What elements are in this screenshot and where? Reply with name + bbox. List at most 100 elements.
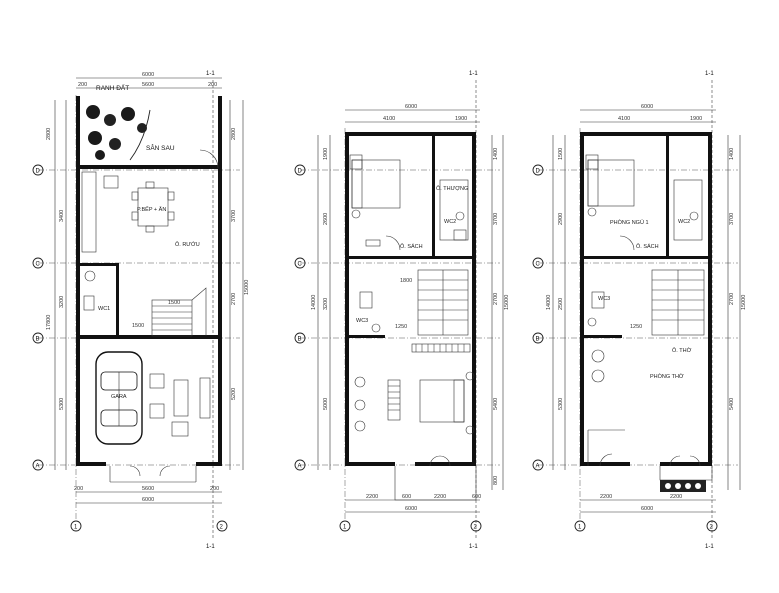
- label-o-tho: Ô. THỜ: [672, 347, 692, 354]
- dim-right-total: 15000: [244, 280, 250, 295]
- svg-text:A: A: [298, 464, 302, 470]
- dim-right-2-2: 3700: [493, 213, 499, 225]
- svg-text:1: 1: [578, 525, 582, 531]
- dim-left-3: 3200: [59, 296, 65, 308]
- dim-bot-total-2: 6000: [405, 506, 417, 512]
- label-o-thuong: Ô. THƯỢNG: [436, 185, 468, 192]
- axis-bubble-a-2: A: [294, 459, 306, 471]
- svg-text:B: B: [36, 337, 40, 343]
- room-san-sau: SÂN SAU: [146, 143, 175, 152]
- dim-right-5-2: 800: [493, 476, 499, 485]
- living-furniture: [149, 373, 211, 437]
- svg-text:A: A: [536, 464, 540, 470]
- balcony-planter: [660, 480, 706, 492]
- section-mark-top-3: 1-1: [705, 71, 714, 77]
- car-icon: [95, 351, 143, 445]
- dim-right-3: 2700: [231, 293, 237, 305]
- plan-first-floor: 1-1 1-1 6000 4100 1900 1900 2600 3200 50…: [294, 71, 510, 550]
- axis-bubble-b-2: B: [294, 332, 306, 344]
- dim-top-total-2: 6000: [405, 104, 417, 110]
- dim-left-total-2: 14000: [311, 295, 317, 310]
- svg-text:1: 1: [74, 525, 78, 531]
- dim-left-2-2: 2600: [323, 213, 329, 225]
- dim-right-4-2: 5400: [493, 398, 499, 410]
- dim-right-3-2: 2700: [493, 293, 499, 305]
- plan-second-floor: 1-1 1-1 6000 4100 1900 1500 2900 2500 53…: [532, 71, 747, 550]
- dim-left-2: 3400: [59, 210, 65, 222]
- axis-bubble-d-3: D: [532, 164, 544, 176]
- svg-text:D: D: [536, 169, 541, 175]
- dim-right-1-2: 1400: [493, 148, 499, 160]
- dim-right-3-3: 2700: [729, 293, 735, 305]
- svg-text:B: B: [298, 337, 302, 343]
- dim-left-total: 17800: [46, 315, 52, 330]
- dim-right-total-2: 15000: [504, 295, 510, 310]
- section-mark-bottom-2: 1-1: [469, 544, 478, 550]
- dim-stair-1: 1500: [168, 300, 180, 306]
- dim-right-1: 2800: [231, 128, 237, 140]
- axis-bubble-1-2: 1: [339, 520, 351, 532]
- dim-bot-a-2: 2200: [366, 494, 378, 500]
- room-ranh-dat: RANH ĐẤT: [96, 82, 129, 92]
- dim-bot-b: 5600: [142, 486, 154, 492]
- section-mark-top-2: 1-1: [469, 71, 478, 77]
- label-o-sach: Ô. SÁCH: [400, 243, 423, 250]
- dim-top-a-3: 4100: [618, 116, 630, 122]
- dim-left-3-2: 5000: [323, 398, 329, 410]
- svg-text:D: D: [298, 169, 303, 175]
- svg-text:C: C: [298, 262, 303, 268]
- dim-bot-a-3: 2200: [600, 494, 612, 500]
- dim-bot-d-2: 600: [472, 494, 481, 500]
- svg-text:2: 2: [474, 525, 478, 531]
- dim-top-b-3: 1900: [690, 116, 702, 122]
- dim-right-total-3: 15000: [741, 295, 747, 310]
- section-mark-top: 1-1: [206, 71, 215, 77]
- garden-trees: [86, 105, 151, 161]
- stairs-second: [651, 269, 705, 336]
- svg-text:C: C: [36, 262, 41, 268]
- svg-text:C: C: [536, 262, 541, 268]
- dim-left-4: 5300: [59, 398, 65, 410]
- dim-left-1-2: 1900: [323, 148, 329, 160]
- svg-text:D: D: [36, 169, 41, 175]
- axis-bubble-b: B: [32, 332, 44, 344]
- svg-text:2: 2: [220, 525, 224, 531]
- axis-bubble-1: 1: [70, 520, 82, 532]
- dim-stair-2: 1500: [132, 323, 144, 329]
- dim-bot-total-3: 6000: [641, 506, 653, 512]
- axis-bubble-c-3: C: [532, 257, 544, 269]
- dim-bot-c: 200: [210, 486, 219, 492]
- axis-bubble-d-2: D: [294, 164, 306, 176]
- room-wc2-3: WC2: [678, 219, 690, 225]
- stairs-ground: [151, 287, 207, 337]
- room-phong-ngu-1: PHÒNG NGỦ 1: [610, 219, 649, 226]
- axis-bubble-a: A: [32, 459, 44, 471]
- label-o-duoi: Ô. RƯỚU: [175, 241, 200, 248]
- dim-top-b: 5600: [142, 82, 154, 88]
- dim-left-2-3: 2900: [558, 213, 564, 225]
- dim-bot-c-2: 2200: [434, 494, 446, 500]
- axis-bubble-c-2: C: [294, 257, 306, 269]
- dim-top-a: 200: [78, 82, 87, 88]
- dim-top-total: 6000: [142, 72, 154, 78]
- dim-left-1-3: 1500: [558, 148, 564, 160]
- axis-bubble-2: 2: [216, 520, 228, 532]
- room-wc3: WC3: [356, 318, 368, 324]
- dim-right-2: 3700: [231, 210, 237, 222]
- dim-left-total-3: 14000: [546, 295, 552, 310]
- room-wc1: WC1: [98, 306, 110, 312]
- room-wc2: WC2: [444, 219, 456, 225]
- section-mark-bottom: 1-1: [206, 544, 215, 550]
- dim-left-3-3: 5300: [558, 398, 564, 410]
- svg-text:2: 2: [710, 525, 714, 531]
- axis-bubble-1-3: 1: [574, 520, 586, 532]
- dim-left-b-3: 2500: [558, 298, 564, 310]
- room-gara: GARA: [111, 394, 127, 400]
- dim-right-4-3: 5400: [729, 398, 735, 410]
- dim-bot-b-2: 600: [402, 494, 411, 500]
- axis-bubble-c: C: [32, 257, 44, 269]
- room-phong-tho: PHÒNG THỜ: [650, 373, 684, 380]
- dim-right-2-3: 3700: [729, 213, 735, 225]
- axis-bubble-a-3: A: [532, 459, 544, 471]
- dim-top-a-2: 4100: [383, 116, 395, 122]
